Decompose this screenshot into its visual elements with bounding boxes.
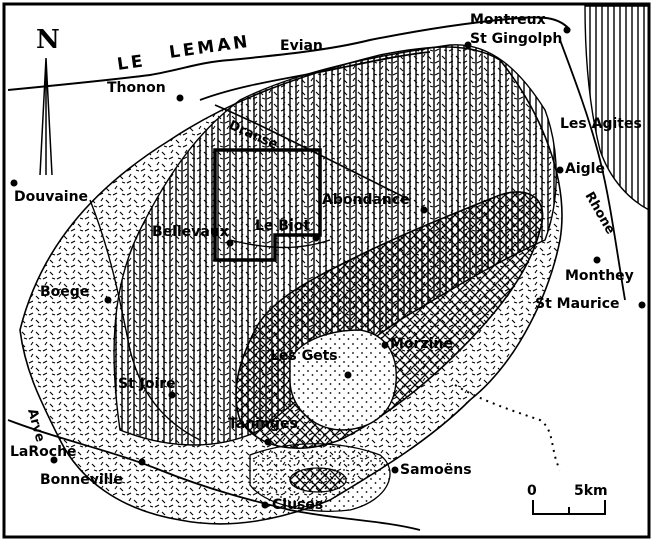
town-thonon: Thonon [107, 80, 184, 102]
north-arrow-icon: N [36, 25, 60, 176]
svg-text:Le Biot: Le Biot [255, 218, 310, 234]
town-bonneville: Bonneville [40, 458, 146, 488]
scale-start: 0 [527, 483, 537, 499]
svg-text:Les Gets: Les Gets [270, 348, 338, 364]
town-boege: Boege [40, 284, 112, 304]
svg-text:Thonon: Thonon [107, 80, 166, 96]
town-la-roche: LaRoche [10, 444, 77, 464]
svg-text:Aigle: Aigle [565, 161, 605, 177]
svg-text:Douvaine: Douvaine [14, 189, 88, 205]
svg-text:Samoëns: Samoëns [400, 462, 472, 478]
town-aigle: Aigle [556, 161, 605, 177]
town-morzine: Morzine [381, 336, 453, 352]
town-evian: Evian [280, 38, 323, 54]
town-le-biot: Le Biot [255, 218, 320, 242]
section-line [213, 148, 322, 262]
town-douvaine: Douvaine [10, 179, 88, 205]
town-bellevaux: Bellevaux [152, 224, 234, 247]
svg-text:LaRoche: LaRoche [10, 444, 77, 460]
town-cluses: Cluses [261, 497, 323, 513]
svg-text:Bonneville: Bonneville [40, 472, 123, 488]
svg-text:Les Agites: Les Agites [560, 116, 642, 132]
svg-text:St Gingolph: St Gingolph [470, 31, 562, 47]
town-montreux: Montreux [470, 12, 571, 34]
river-label-arve: Arve [24, 407, 47, 444]
svg-text:Montreux: Montreux [470, 12, 546, 28]
town-samoens: Samoëns [391, 462, 472, 478]
scale-end: 5km [574, 483, 608, 499]
svg-text:Taninges: Taninges [228, 416, 298, 432]
town-st-maurice: St Maurice [535, 296, 646, 312]
svg-text:Cluses: Cluses [272, 497, 323, 513]
svg-text:Abondance: Abondance [322, 192, 410, 208]
svg-text:St Joire: St Joire [118, 376, 176, 392]
svg-text:Monthey: Monthey [565, 268, 634, 284]
aigle-block [584, 5, 650, 212]
town-les-gets: Les Gets [270, 348, 352, 379]
town-st-gingolph: St Gingolph [464, 31, 562, 49]
svg-text:Evian: Evian [280, 38, 323, 54]
scale-bar: 0 5km [527, 483, 608, 515]
svg-text:Boege: Boege [40, 284, 89, 300]
river-rhone [559, 39, 626, 301]
town-monthey: Monthey [565, 256, 634, 284]
town-abondance: Abondance [322, 192, 428, 214]
svg-text:Morzine: Morzine [390, 336, 453, 352]
river-label-rhone: Rhone [582, 190, 618, 238]
lake-shore [7, 16, 571, 91]
border-dotted [454, 384, 561, 471]
lake-label-le: LE [116, 51, 147, 75]
svg-text:St Maurice: St Maurice [535, 296, 620, 312]
cluses-breccia [289, 467, 347, 493]
town-taninges: Taninges [228, 416, 298, 446]
north-label: N [36, 25, 60, 55]
svg-text:Bellevaux: Bellevaux [152, 224, 229, 240]
town-st-joire: St Joire [118, 376, 176, 399]
town-les-agites: Les Agites [560, 116, 642, 132]
river-arve [7, 419, 421, 531]
